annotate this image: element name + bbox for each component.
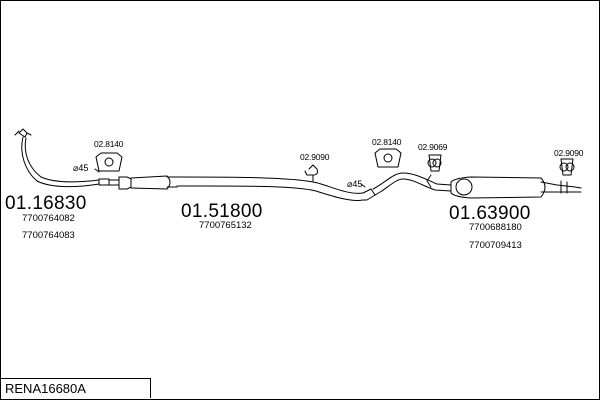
fitting-code: 02.8140 (94, 139, 124, 149)
reference-box: RENA16680A (1, 378, 151, 398)
fitting-clamp-2 (374, 148, 402, 168)
centre-pipe (118, 175, 376, 201)
front-pipe (14, 128, 120, 188)
part-number: 7700764082 (22, 213, 75, 224)
fitting-ring-2 (559, 158, 575, 176)
fitting-ring-1 (427, 154, 442, 172)
part-number: 7700765132 (199, 220, 252, 231)
section-code: 01.16830 (5, 193, 87, 214)
diameter-label-front: ⌀45 (73, 163, 89, 173)
section-code: 01.51800 (181, 201, 263, 222)
reference-code: RENA16680A (5, 381, 86, 396)
section-code: 01.63900 (449, 203, 531, 224)
fitting-clamp-1 (95, 152, 123, 172)
fitting-hanger-1 (304, 164, 318, 182)
part-number: 7700709413 (469, 240, 522, 251)
fitting-code: 02.9090 (300, 152, 330, 162)
fitting-code: 02.9090 (554, 148, 584, 158)
rear-box (372, 172, 582, 199)
fitting-hanger-2 (426, 174, 432, 188)
diameter-label-centre: ⌀45 (347, 179, 363, 189)
part-number: 7700688180 (469, 222, 522, 233)
part-number: 7700764083 (22, 230, 75, 241)
fitting-code: 02.8140 (372, 137, 402, 147)
fitting-code: 02.9069 (418, 142, 448, 152)
